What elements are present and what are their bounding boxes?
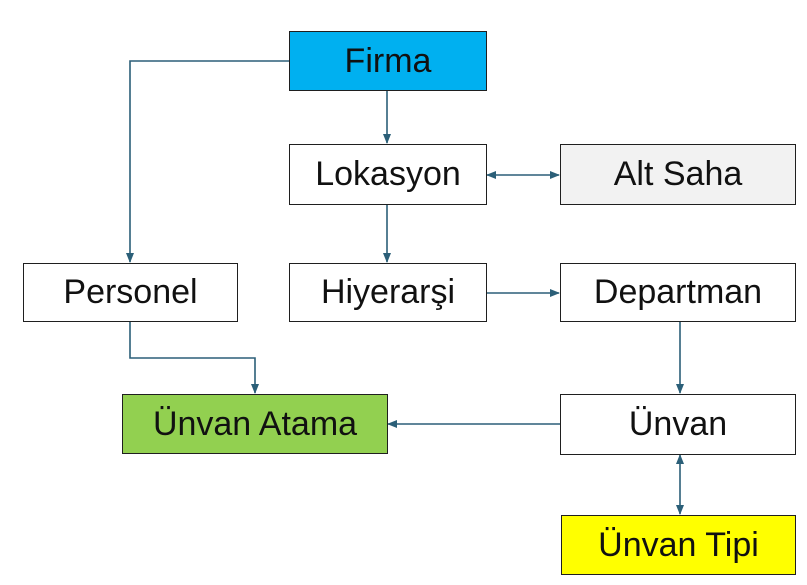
edge-firma-personel <box>126 60 290 263</box>
node-firma: Firma <box>289 31 487 91</box>
node-unvan-tipi: Ünvan Tipi <box>561 515 796 575</box>
node-departman: Departman <box>560 263 796 322</box>
edge-personel-unvan-atama <box>129 322 259 394</box>
node-personel: Personel <box>23 263 238 322</box>
node-departman-label: Departman <box>593 273 763 311</box>
node-alt-saha-label: Alt Saha <box>613 155 743 193</box>
node-unvan-label: Ünvan <box>628 405 728 443</box>
node-personel-label: Personel <box>63 273 198 311</box>
node-unvan-tipi-label: Ünvan Tipi <box>598 525 759 564</box>
node-unvan-atama-label: Ünvan Atama <box>152 404 358 443</box>
node-firma-label: Firma <box>344 41 432 80</box>
node-alt-saha: Alt Saha <box>560 144 796 205</box>
node-unvan-atama: Ünvan Atama <box>122 394 388 454</box>
node-lokasyon-label: Lokasyon <box>315 155 461 193</box>
node-hiyerarsi: Hiyerarşi <box>289 263 487 322</box>
node-lokasyon: Lokasyon <box>289 144 487 205</box>
node-hiyerarsi-label: Hiyerarşi <box>320 273 456 311</box>
node-unvan: Ünvan <box>560 394 796 455</box>
